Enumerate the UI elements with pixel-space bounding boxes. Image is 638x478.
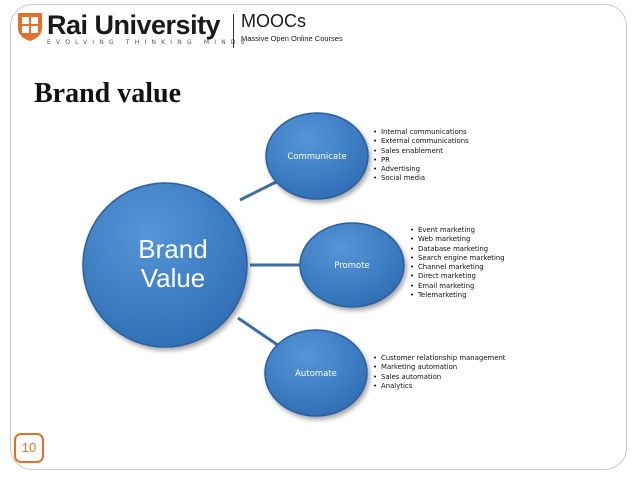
- list-item: Advertising: [373, 165, 469, 175]
- list-item: Social media: [373, 174, 469, 184]
- list-item: Sales enablement: [373, 147, 469, 157]
- list-item: Telemarketing: [410, 291, 505, 301]
- node-communicate-label: Communicate: [287, 152, 346, 162]
- list-item: Web marketing: [410, 235, 505, 245]
- list-item: Email marketing: [410, 282, 505, 292]
- node-automate-label: Automate: [295, 369, 337, 379]
- automate-bullet-list: Customer relationship management Marketi…: [373, 354, 506, 391]
- slide-frame: [10, 4, 627, 470]
- list-item: Direct marketing: [410, 272, 505, 282]
- list-item: Database marketing: [410, 245, 505, 255]
- university-name: Rai University: [47, 10, 221, 40]
- list-item: Search engine marketing: [410, 254, 505, 264]
- communicate-bullet-list: Internal communications External communi…: [373, 128, 469, 184]
- node-automate: Automate: [264, 329, 368, 417]
- logo-divider: [233, 14, 234, 48]
- list-item: Sales automation: [373, 373, 506, 383]
- center-node: Brand Value: [82, 182, 248, 348]
- node-communicate: Communicate: [265, 112, 369, 200]
- mooc-subtitle: Massive Open Online Courses: [241, 34, 343, 43]
- list-item: Customer relationship management: [373, 354, 506, 364]
- shield-icon: [18, 13, 42, 41]
- center-node-label-line1: Brand: [138, 234, 207, 264]
- list-item: External communications: [373, 137, 469, 147]
- promote-bullet-list: Event marketing Web marketing Database m…: [410, 226, 505, 301]
- list-item: Internal communications: [373, 128, 469, 138]
- page-number-badge: 10: [14, 433, 44, 463]
- list-item: Analytics: [373, 382, 506, 392]
- university-tagline: EVOLVING THINKING MINDS: [47, 39, 250, 46]
- slide-title: Brand value: [34, 78, 182, 109]
- node-promote-label: Promote: [334, 261, 370, 271]
- center-node-label-line2: Value: [141, 263, 206, 293]
- list-item: Marketing automation: [373, 363, 506, 373]
- mooc-title: MOOCs: [241, 11, 306, 31]
- list-item: Channel marketing: [410, 263, 505, 273]
- list-item: PR: [373, 156, 469, 166]
- list-item: Event marketing: [410, 226, 505, 236]
- node-promote: Promote: [299, 222, 405, 308]
